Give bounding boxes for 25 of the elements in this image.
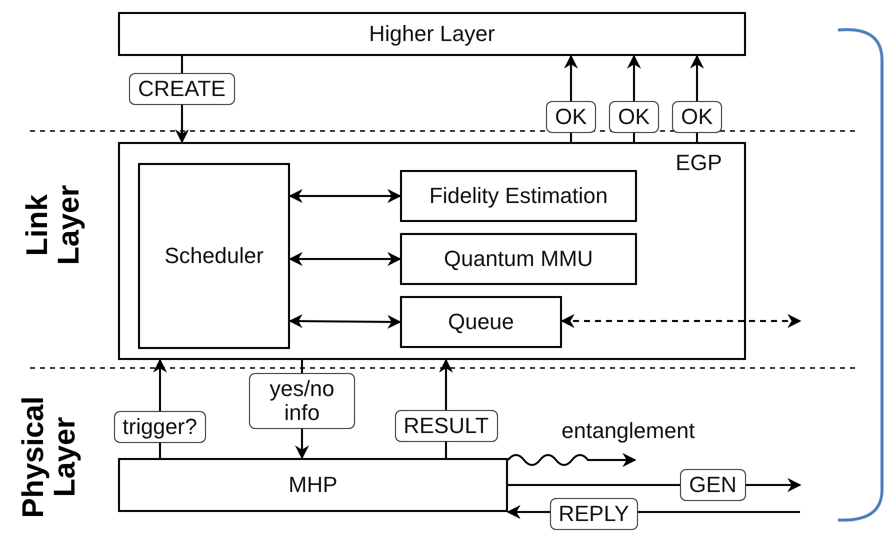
- module-box: [118, 142, 746, 360]
- layer-label: Link Layer: [22, 184, 85, 268]
- edge-label: GEN: [680, 469, 746, 502]
- edge-label: entanglement: [562, 419, 695, 444]
- process-box: Fidelity Estimation: [400, 170, 637, 222]
- layer-box: Higher Layer: [118, 12, 746, 56]
- edge-label: yes/no info: [249, 373, 355, 430]
- group-title: EGP: [676, 150, 722, 176]
- edge-label: OK: [609, 101, 659, 134]
- process-box: Quantum MMU: [400, 233, 637, 285]
- arrow: [507, 453, 636, 467]
- edge-label: OK: [672, 101, 722, 134]
- arrow: [288, 252, 402, 266]
- dashed-arrow: [560, 314, 802, 328]
- arrow: [288, 189, 402, 203]
- process-box: Scheduler: [138, 163, 290, 349]
- process-box: Queue: [400, 296, 562, 348]
- edge-label: OK: [546, 101, 596, 134]
- edge-label: RESULT: [394, 410, 498, 442]
- layer-box: MHP: [118, 458, 508, 512]
- arrow: [288, 314, 402, 329]
- edge-label: trigger?: [114, 411, 206, 444]
- edge-label: REPLY: [550, 498, 638, 530]
- edge-label: CREATE: [129, 73, 235, 106]
- layer-label: Physical Layer: [18, 395, 81, 520]
